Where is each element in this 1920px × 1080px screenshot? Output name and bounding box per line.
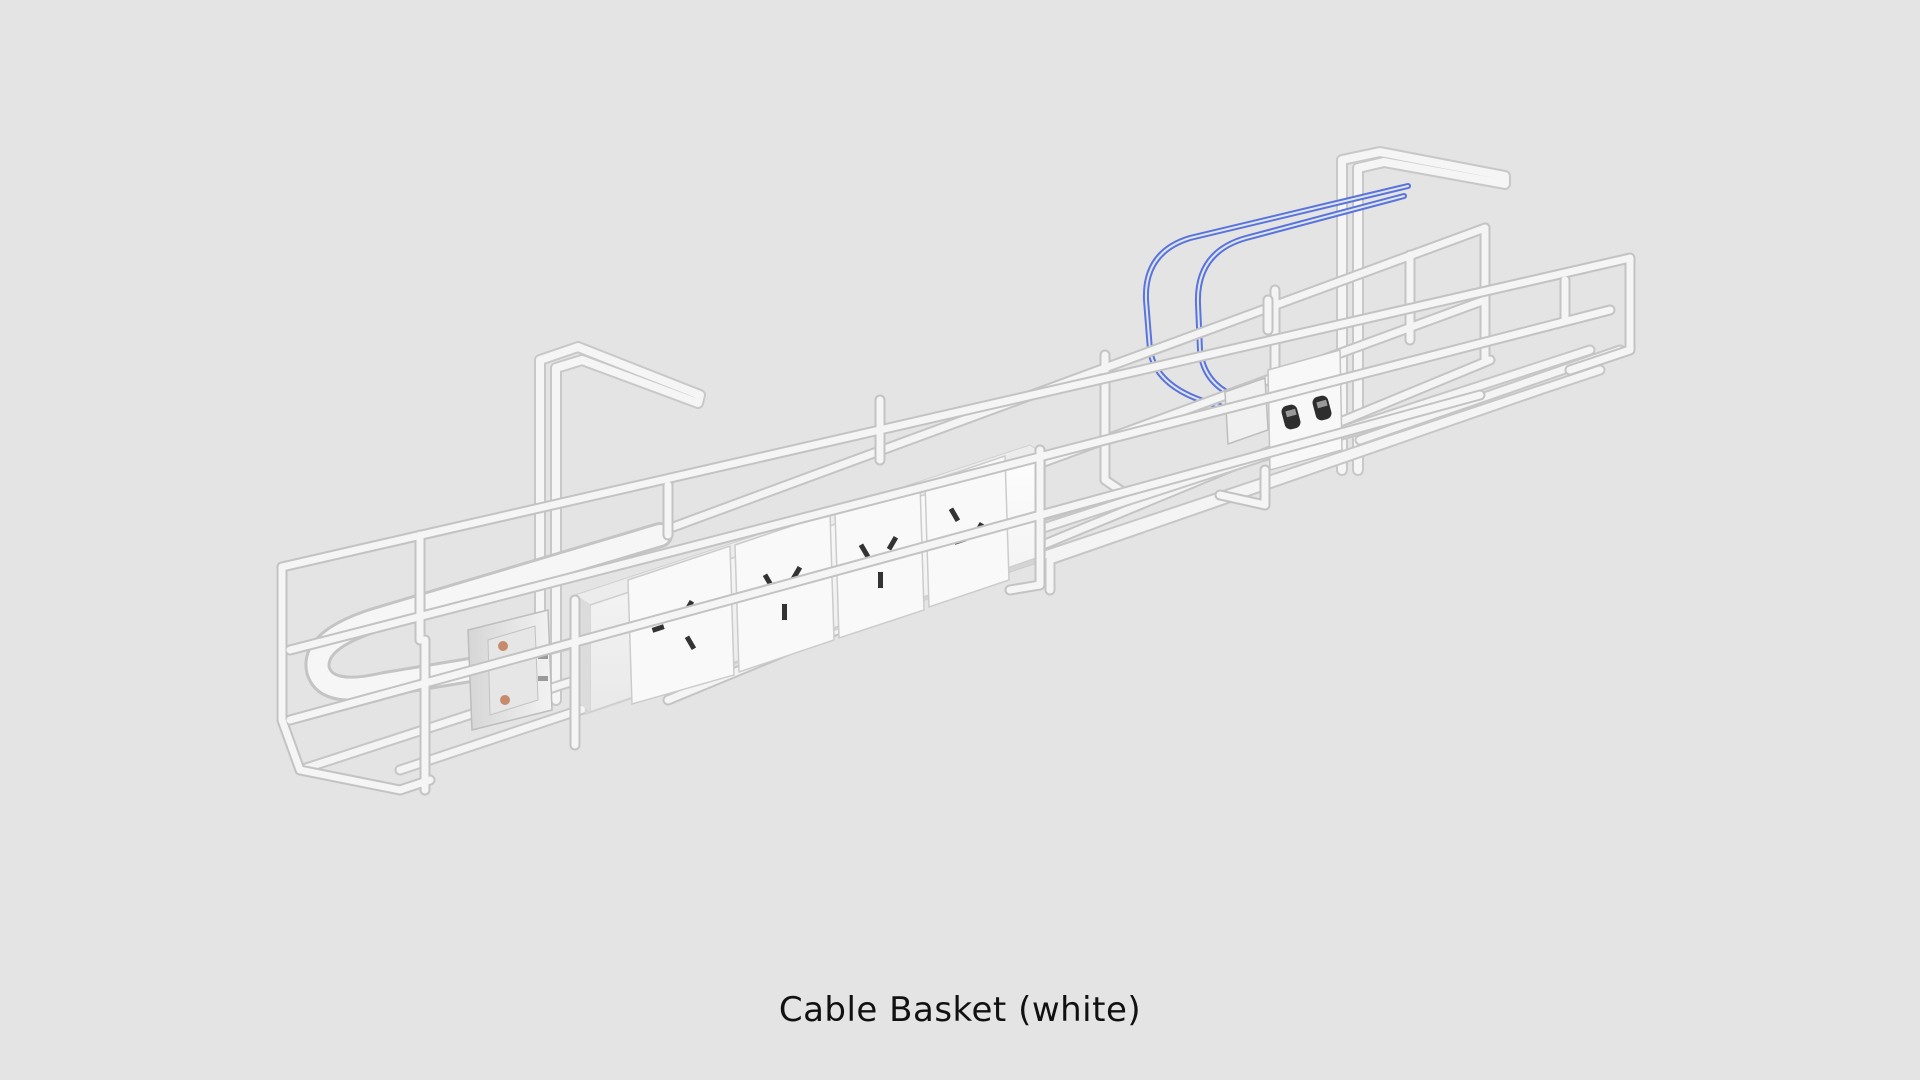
- wire-basket-front: [276, 252, 1636, 796]
- caption: Cable Basket (white): [778, 990, 1142, 1030]
- power-connector: [467, 609, 553, 731]
- outlet-1: [627, 544, 735, 705]
- mount-bracket-left: [534, 341, 706, 706]
- mount-bracket-right: [1336, 146, 1511, 476]
- data-cable: [1142, 183, 1411, 409]
